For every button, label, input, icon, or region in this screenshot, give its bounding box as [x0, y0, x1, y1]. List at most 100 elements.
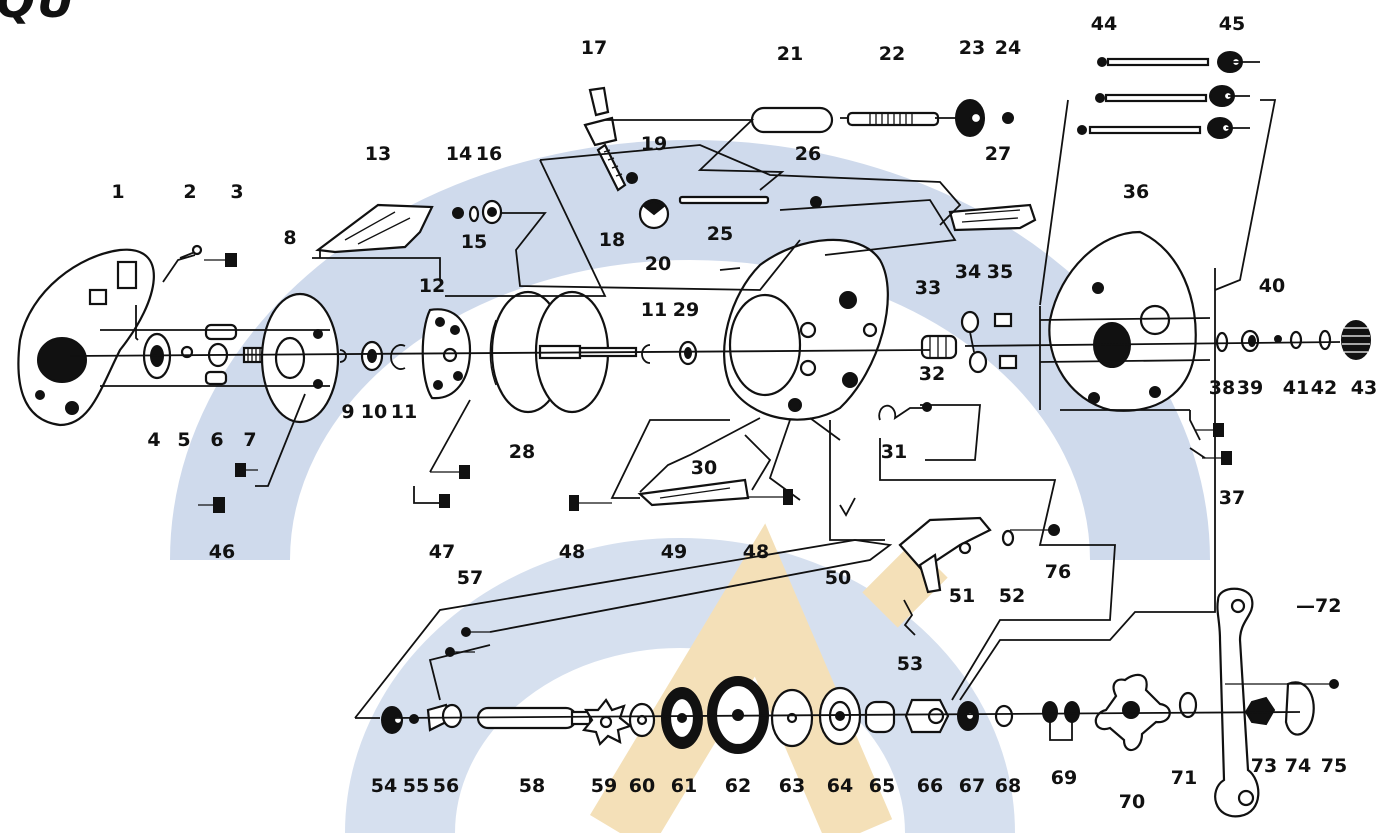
label-60: 60 [629, 775, 655, 797]
label-11-second: 11 [641, 299, 667, 321]
part-8-frame-disc [260, 292, 340, 424]
part-37-screws [1195, 423, 1232, 465]
label-67: 67 [959, 775, 985, 797]
assembly-guide-lines [69, 61, 1341, 719]
part-34-yoke [960, 310, 988, 374]
part-71-washer [1178, 691, 1198, 719]
part-46-screws [198, 463, 258, 513]
label-6: 6 [210, 429, 223, 451]
part-16-knob [481, 199, 503, 225]
label-44: 44 [1091, 13, 1117, 35]
part-6-lever [204, 323, 238, 341]
label-17: 17 [581, 37, 607, 59]
diagram-title-fragment: QU [0, 0, 77, 28]
part-31-spring [878, 404, 925, 421]
label-30: 30 [691, 457, 717, 479]
part-24-nut [1002, 112, 1014, 124]
part-2-clip-eye [191, 244, 203, 256]
part-73-nut [1244, 696, 1276, 726]
part-10-bearing [360, 340, 384, 372]
part-38-washer [1215, 331, 1229, 353]
part-22-worm-shaft [846, 111, 940, 127]
label-9: 9 [341, 401, 354, 423]
label-68: 68 [995, 775, 1021, 797]
label-10: 10 [361, 401, 387, 423]
label-1: 1 [111, 181, 124, 203]
part-61-gear [661, 687, 703, 749]
label-20: 20 [645, 253, 671, 275]
label-39: 39 [1237, 377, 1263, 399]
label-25: 25 [707, 223, 733, 245]
label-31: 31 [881, 441, 907, 463]
part-35-spring [993, 312, 1018, 370]
label-56: 56 [433, 775, 459, 797]
part-68-washer [994, 704, 1014, 728]
label-69: 69 [1051, 767, 1077, 789]
label-37: 37 [1219, 487, 1245, 509]
part-20-knob [638, 198, 670, 230]
part-41-washer [1289, 330, 1303, 350]
label-24: 24 [995, 37, 1021, 59]
label-40: 40 [1259, 275, 1285, 297]
part-67-ring [957, 701, 979, 731]
part-59-star [581, 698, 633, 747]
part-63-washer [770, 688, 814, 748]
label-55: 55 [403, 775, 429, 797]
label-47: 47 [429, 541, 455, 563]
label-35: 35 [987, 261, 1013, 283]
part-69-washers [1042, 701, 1080, 741]
label-48: 48 [559, 541, 585, 563]
label-43: 43 [1351, 377, 1377, 399]
label-46: 46 [209, 541, 235, 563]
label-21: 21 [777, 43, 803, 65]
label-62: 62 [725, 775, 751, 797]
part-47-screws [430, 465, 470, 508]
part-15-washer [468, 205, 480, 223]
label-51: 51 [949, 585, 975, 607]
part-55-ball [409, 714, 419, 724]
part-60-washer [628, 702, 656, 738]
label-42: 42 [1311, 377, 1337, 399]
part-23-knob [955, 99, 985, 137]
label-45: 45 [1219, 13, 1245, 35]
part-1-side-plate [17, 248, 155, 427]
part-30-main-frame [723, 238, 889, 421]
label-2: 2 [183, 181, 196, 203]
part-64-washer [818, 686, 862, 746]
label-48-second: 48 [743, 541, 769, 563]
label-54: 54 [371, 775, 397, 797]
part-65-sleeve [864, 700, 896, 734]
label-74: 74 [1285, 755, 1311, 777]
part-51-lever [898, 516, 992, 594]
label-63: 63 [779, 775, 805, 797]
label-52: 52 [999, 585, 1025, 607]
label-73: 73 [1251, 755, 1277, 777]
label-8: 8 [283, 227, 296, 249]
label-64: 64 [827, 775, 853, 797]
label-18: 18 [599, 229, 625, 251]
part-52-washer [1001, 529, 1015, 547]
label-3: 3 [230, 181, 243, 203]
part-11-clip [390, 344, 406, 370]
part-11b-clip [641, 344, 651, 364]
part-19-pin [626, 172, 638, 184]
label-5: 5 [177, 429, 190, 451]
part-21-tube [750, 106, 834, 134]
part-25-rod [678, 195, 770, 205]
label-32: 32 [919, 363, 945, 385]
part-2-clip [162, 249, 201, 283]
part-44-45-rods [1077, 51, 1243, 139]
part-40-ball [1274, 335, 1282, 343]
part-50-spring [839, 497, 856, 517]
label-38: 38 [1209, 377, 1235, 399]
part-72-handle [1214, 587, 1260, 818]
label-66: 66 [917, 775, 943, 797]
label-13: 13 [365, 143, 391, 165]
part-48-screws [569, 489, 793, 511]
part-74-cap [1284, 681, 1315, 736]
label-7: 7 [243, 429, 256, 451]
part-18-spring [596, 143, 627, 192]
label-59: 59 [591, 775, 617, 797]
part-54-cap [381, 706, 404, 734]
